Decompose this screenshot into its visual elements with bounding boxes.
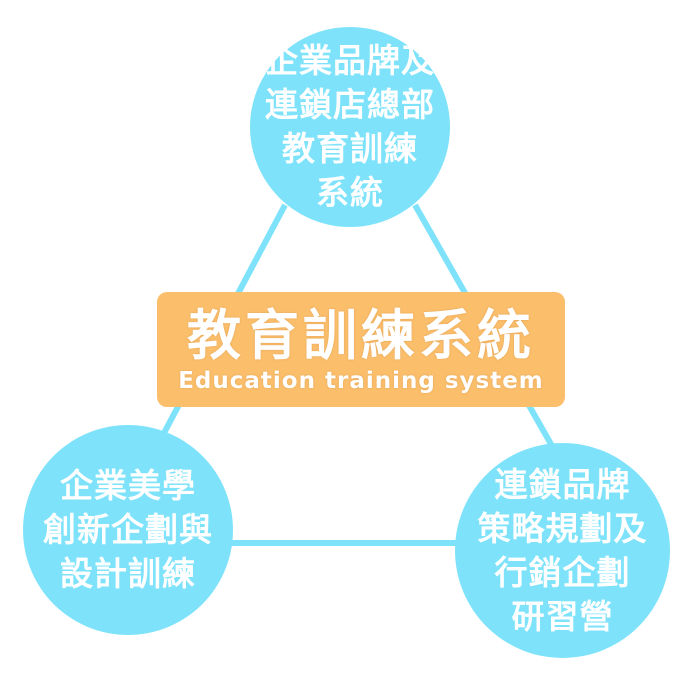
node-right-line-4: 研習營 xyxy=(511,596,614,636)
node-right-line-1: 連鎖品牌 xyxy=(494,464,631,504)
center-title: 教育訓練系統 xyxy=(187,303,535,367)
node-left-line-3: 設計訓練 xyxy=(60,554,196,593)
node-left-line-2: 創新企劃與 xyxy=(43,510,213,549)
node-top-line-4: 系統 xyxy=(316,173,384,212)
center-title-box: 教育訓練系統 Education training system xyxy=(157,292,565,407)
center-subtitle: Education training system xyxy=(178,367,544,394)
node-aesthetics-design-training: 企業美學 創新企劃與 設計訓練 xyxy=(23,425,233,635)
node-brand-hq-training: 企業品牌及 連鎖店總部 教育訓練 系統 xyxy=(250,27,450,227)
node-brand-strategy-workshop: 連鎖品牌 策略規劃及 行銷企劃 研習營 xyxy=(455,443,670,658)
node-right-line-3: 行銷企劃 xyxy=(494,552,631,592)
node-top-line-3: 教育訓練 xyxy=(282,129,418,168)
node-left-line-1: 企業美學 xyxy=(60,466,196,505)
node-right-line-2: 策略規劃及 xyxy=(477,508,648,548)
node-top-line-2: 連鎖店總部 xyxy=(265,85,435,124)
node-top-line-1: 企業品牌及 xyxy=(265,41,435,80)
